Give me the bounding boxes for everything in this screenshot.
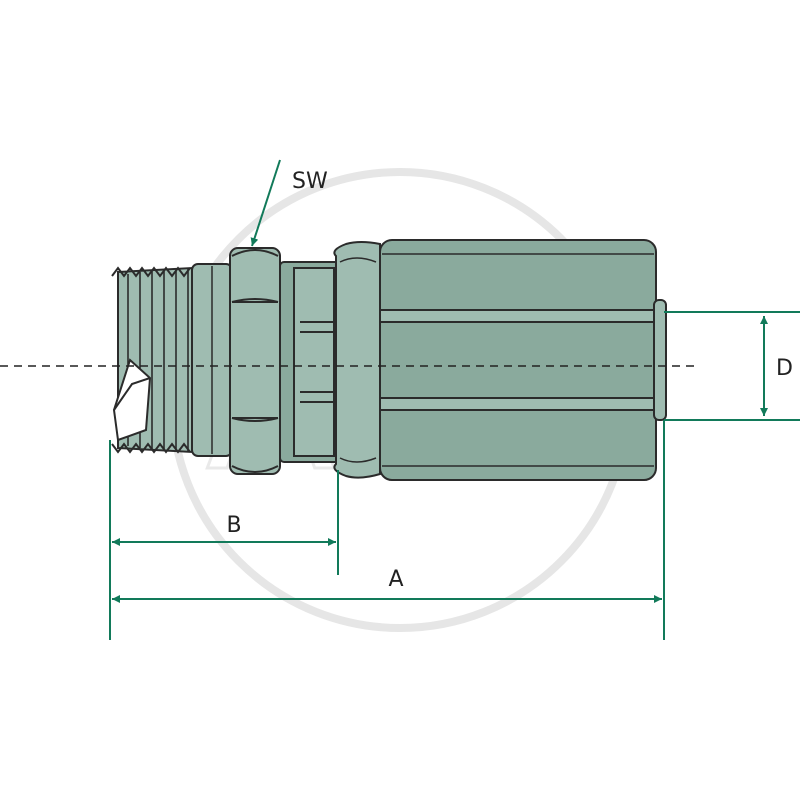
dimension-b-label: B — [226, 513, 241, 538]
dimension-d-label: D — [776, 356, 793, 381]
sleeve — [279, 261, 341, 463]
hose-end — [653, 299, 667, 421]
ferrule-ring — [333, 241, 381, 479]
hex-nut — [229, 247, 281, 475]
threaded-end — [111, 266, 193, 454]
sw-leader-arrow — [250, 159, 281, 247]
sw-label: SW — [292, 169, 328, 194]
extension-lines — [109, 311, 800, 640]
dimension-a-label: A — [388, 567, 403, 592]
crimp-body — [379, 239, 657, 481]
